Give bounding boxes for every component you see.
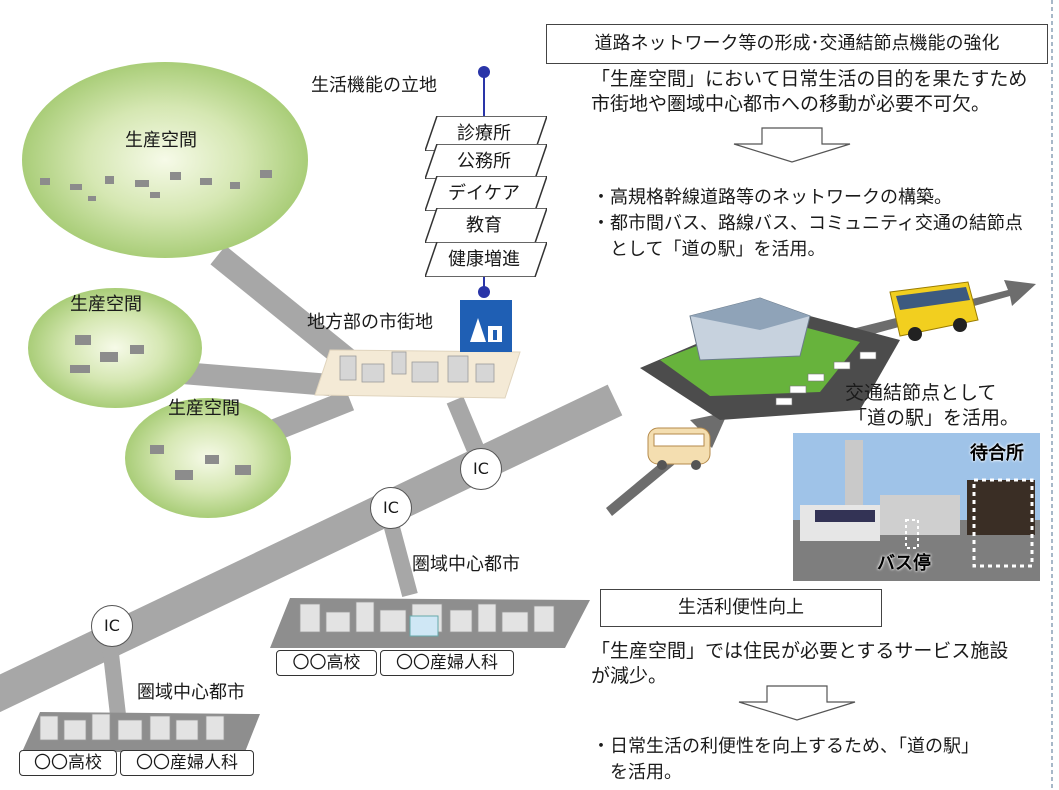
road-station-sign-icon (460, 300, 512, 352)
regional-city-1-illustration (270, 598, 590, 648)
road-network (0, 245, 623, 716)
ic-marker-3: IC (91, 605, 133, 647)
ic-marker-1: IC (460, 448, 502, 490)
node-caption-line-2: 「道の駅」を活用。 (848, 407, 1020, 429)
city2-obgyn-tag: 〇〇産婦人科 (120, 750, 254, 776)
convenience-heading-box: 生活利便性向上 (600, 589, 882, 627)
production-space-label-3: 生産空間 (168, 398, 240, 419)
photo-label-bus-stop: バス停 (877, 553, 931, 574)
regional-city-label-2: 圏域中心都市 (137, 682, 245, 703)
town-label: 地方部の市街地 (307, 312, 433, 333)
production-space-label-2: 生産空間 (70, 294, 142, 315)
photo-label-waiting-room: 待合所 (970, 443, 1024, 464)
down-arrow-icon (733, 127, 851, 163)
regional-city-label-1: 圏域中心都市 (412, 554, 520, 575)
living-functions-label: 生活機能の立地 (311, 75, 437, 96)
network-bullet-3: として「道の駅」を活用。 (592, 239, 826, 260)
production-space-label-1: 生産空間 (125, 130, 197, 151)
convenience-intro-line-2: が減少。 (591, 665, 668, 687)
facility-clinic: 診療所 (425, 116, 547, 151)
network-intro-line-1: 「生産空間」において日常生活の目的を果たすため (591, 68, 1028, 90)
intercity-bus-illustration (889, 281, 979, 341)
node-caption-line-1: 交通結節点として (845, 382, 997, 404)
city2-school-tag: 〇〇高校 (19, 750, 117, 776)
network-intro-line-2: 市街地や圏域中心都市への移動が必要不可欠。 (591, 93, 991, 115)
network-bullet-2: ・都市間バス、路線バス、コミュニティ交通の結節点 (592, 213, 1023, 234)
convenience-bullet-2: を活用。 (592, 762, 682, 783)
city1-school-tag: 〇〇高校 (276, 650, 377, 676)
facility-health: 健康増進 (425, 242, 547, 277)
down-arrow-icon-2 (738, 685, 856, 721)
facility-education: 教育 (425, 208, 547, 243)
facility-public-office: 公務所 (425, 144, 547, 179)
network-bullet-1: ・高規格幹線道路等のネットワークの構築。 (592, 187, 952, 208)
community-bus-illustration (647, 427, 711, 470)
road-station-building-illustration (640, 297, 900, 420)
convenience-intro-line-1: 「生産空間」では住民が必要とするサービス施設 (591, 640, 1009, 662)
regional-city-2-illustration (22, 712, 260, 752)
city1-obgyn-tag: 〇〇産婦人科 (380, 650, 514, 676)
convenience-bullet-1: ・日常生活の利便性を向上するため、「道の駅」 (592, 736, 979, 757)
facility-day-care: デイケア (425, 176, 547, 211)
central-town-illustration (314, 349, 521, 399)
network-heading-box: 道路ネットワーク等の形成･交通結節点機能の強化 (546, 24, 1048, 64)
ic-marker-2: IC (370, 487, 412, 529)
bus-stop-photo (793, 433, 1040, 581)
farm-buildings (40, 170, 272, 480)
